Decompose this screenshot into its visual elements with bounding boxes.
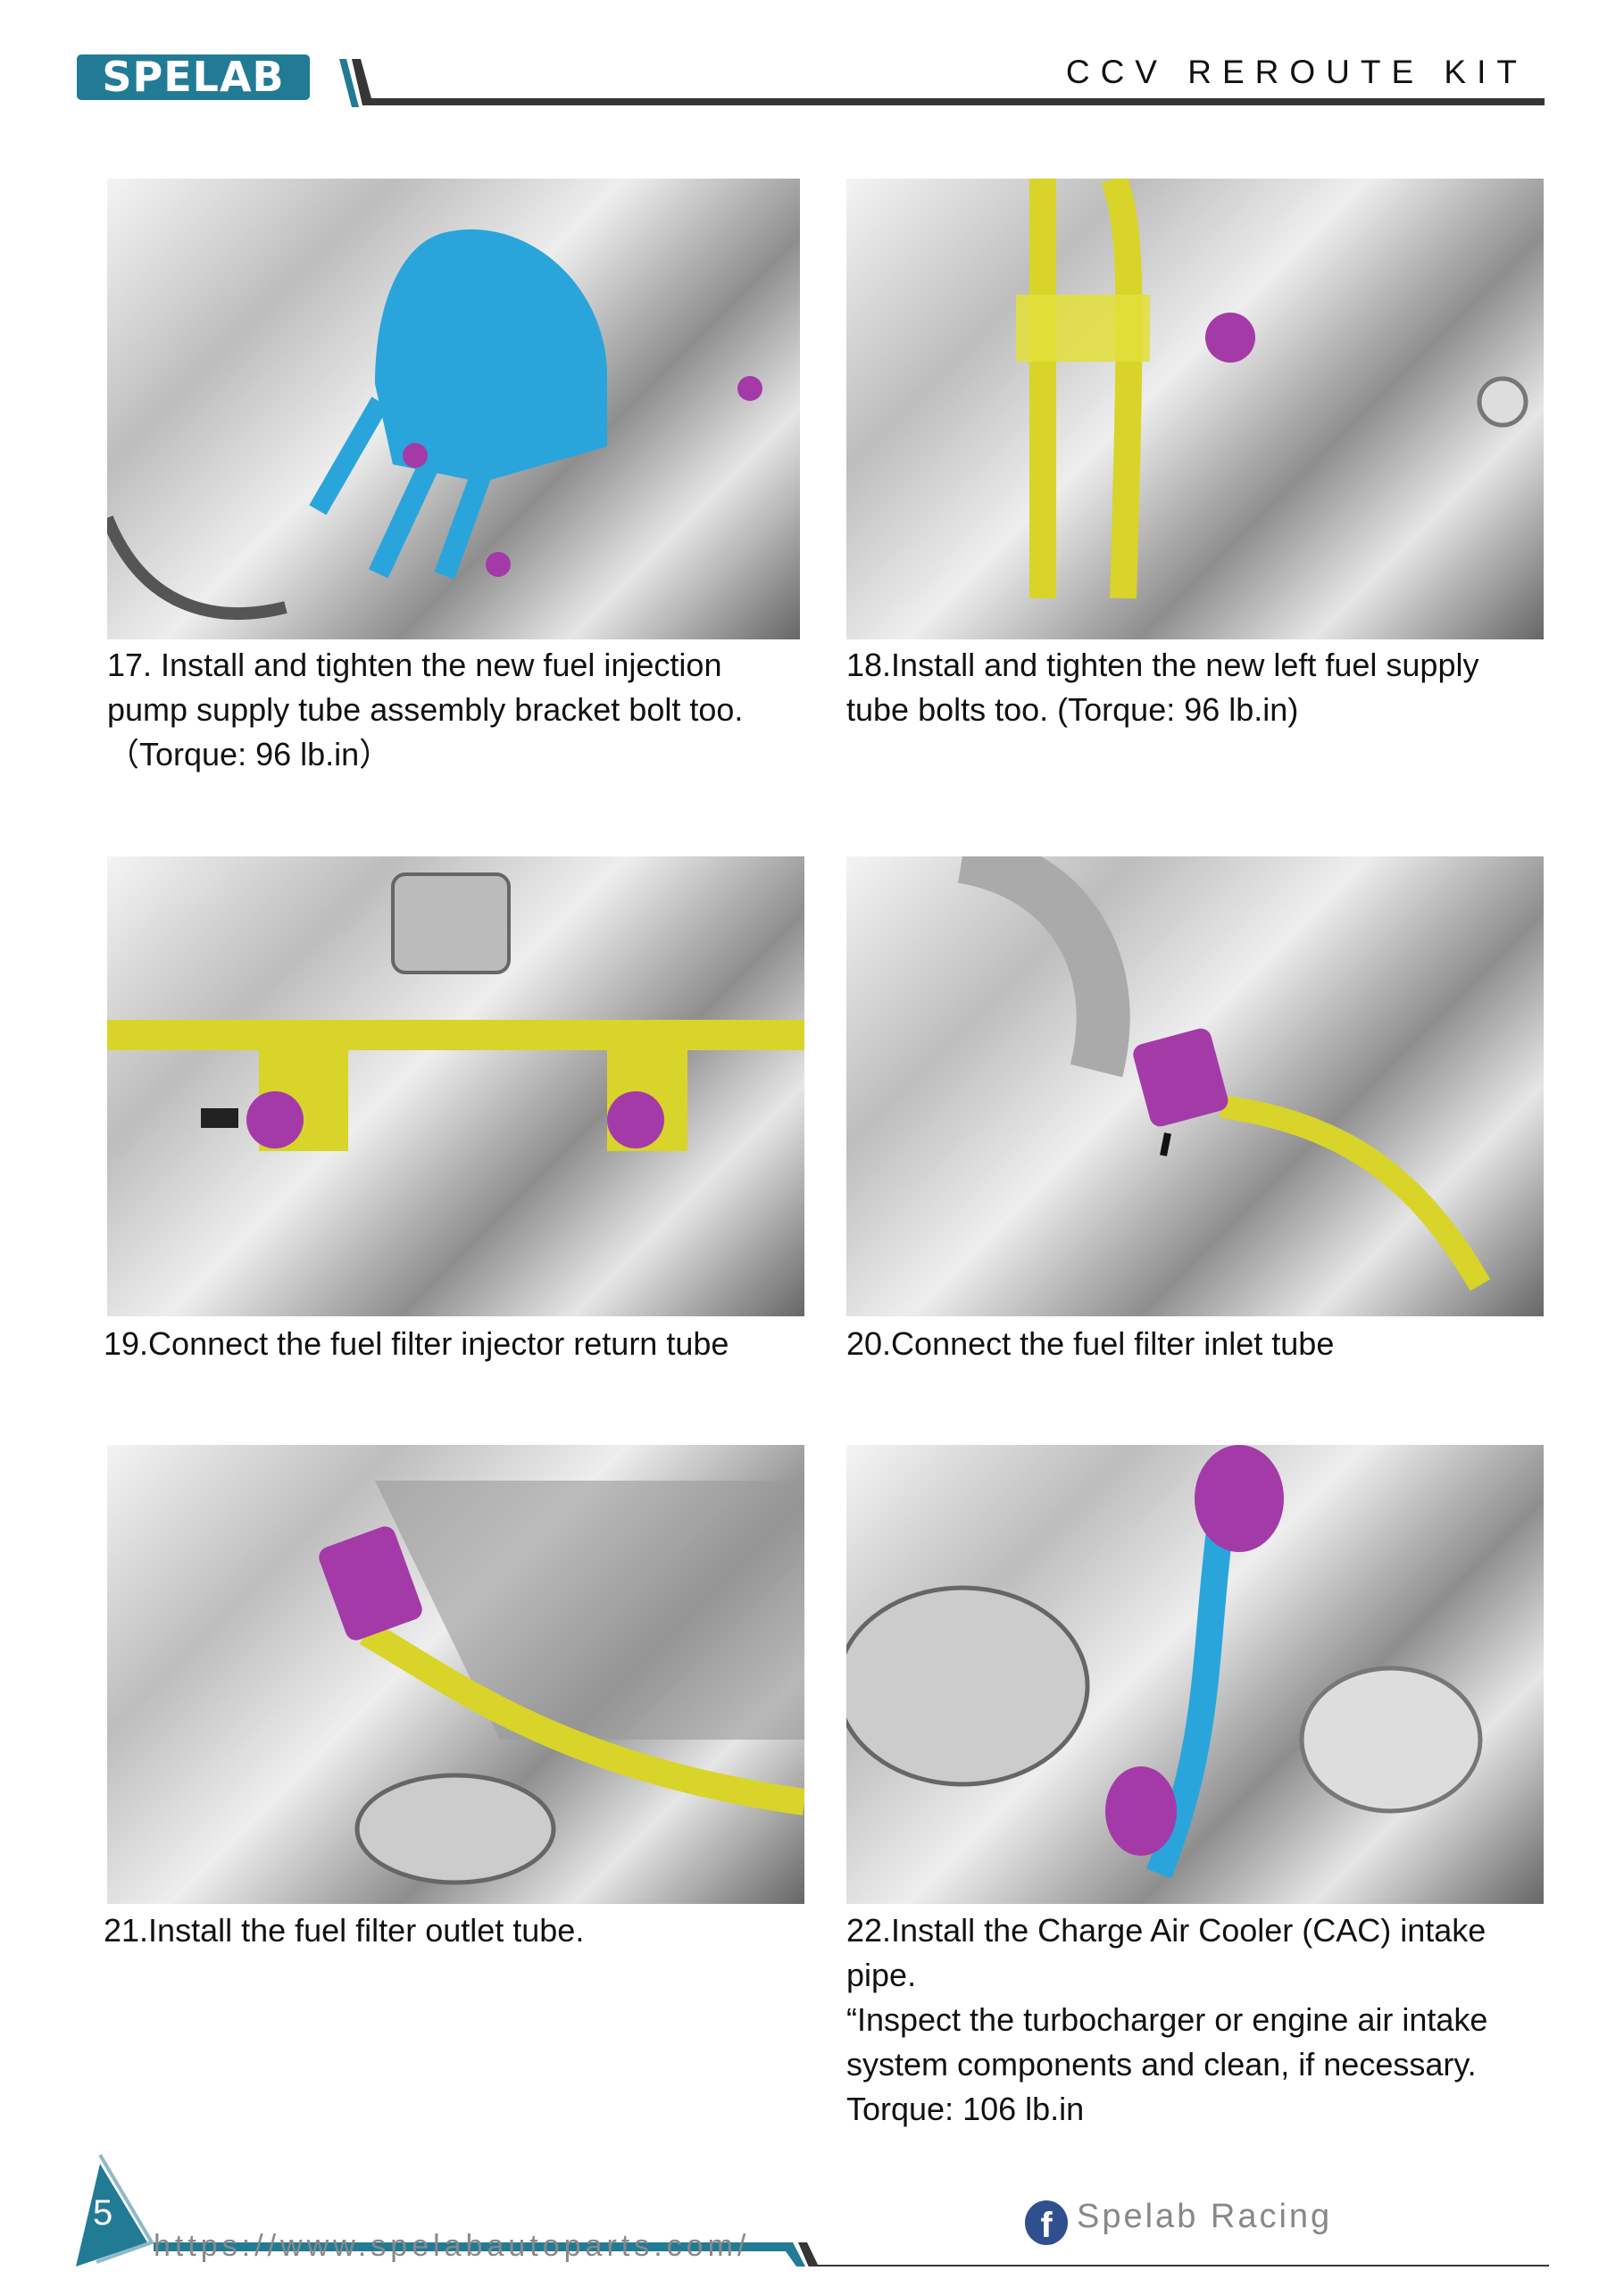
step-22-photo bbox=[846, 1445, 1544, 1904]
step-20-caption: 20.Connect the fuel filter inlet tube bbox=[846, 1322, 1561, 1366]
caption-line: 21.Install the fuel filter outlet tube. bbox=[104, 1912, 585, 1949]
step-20-photo bbox=[846, 856, 1544, 1316]
step-19-photo bbox=[107, 856, 804, 1316]
caption-line: tube bolts too. (Torque: 96 lb.in) bbox=[846, 691, 1299, 728]
step-18-photo bbox=[846, 179, 1544, 639]
spelab-logo: SPELAB bbox=[77, 54, 310, 100]
caption-line: system components and clean, if necessar… bbox=[846, 2046, 1477, 2083]
header-rule bbox=[339, 59, 1545, 107]
caption-line: pipe. bbox=[846, 1957, 917, 1993]
caption-line: Torque: 106 lb.in bbox=[846, 2091, 1085, 2127]
caption-line: 17. Install and tighten the new fuel inj… bbox=[107, 647, 722, 683]
step-21-photo bbox=[107, 1445, 804, 1904]
caption-line: （Torque: 96 lb.in） bbox=[107, 736, 392, 772]
facebook-page-link[interactable]: Spelab Racing bbox=[1077, 2198, 1333, 2235]
caption-line: 20.Connect the fuel filter inlet tube bbox=[846, 1325, 1335, 1362]
step-19-caption: 19.Connect the fuel filter injector retu… bbox=[104, 1322, 818, 1366]
facebook-icon: f bbox=[1025, 2200, 1068, 2245]
document-title: CCV REROUTE KIT bbox=[1065, 54, 1528, 90]
caption-line: 18.Install and tighten the new left fuel… bbox=[846, 647, 1479, 683]
caption-line: “Inspect the turbocharger or engine air … bbox=[846, 2001, 1488, 2038]
step-18-caption: 18.Install and tighten the new left fuel… bbox=[846, 643, 1561, 732]
step-21-caption: 21.Install the fuel filter outlet tube. bbox=[104, 1908, 818, 1953]
step-17-caption: 17. Install and tighten the new fuel inj… bbox=[107, 643, 821, 777]
footer-rule bbox=[76, 2153, 1549, 2266]
caption-line: 19.Connect the fuel filter injector retu… bbox=[104, 1325, 729, 1362]
page-number: 5 bbox=[93, 2193, 113, 2233]
caption-line: pump supply tube assembly bracket bolt t… bbox=[107, 691, 744, 728]
step-17-photo bbox=[107, 179, 800, 639]
website-link[interactable]: https://www.spelabautoparts.com/ bbox=[154, 2229, 751, 2263]
step-22-caption: 22.Install the Charge Air Cooler (CAC) i… bbox=[846, 1908, 1578, 2132]
caption-line: 22.Install the Charge Air Cooler (CAC) i… bbox=[846, 1912, 1487, 1949]
